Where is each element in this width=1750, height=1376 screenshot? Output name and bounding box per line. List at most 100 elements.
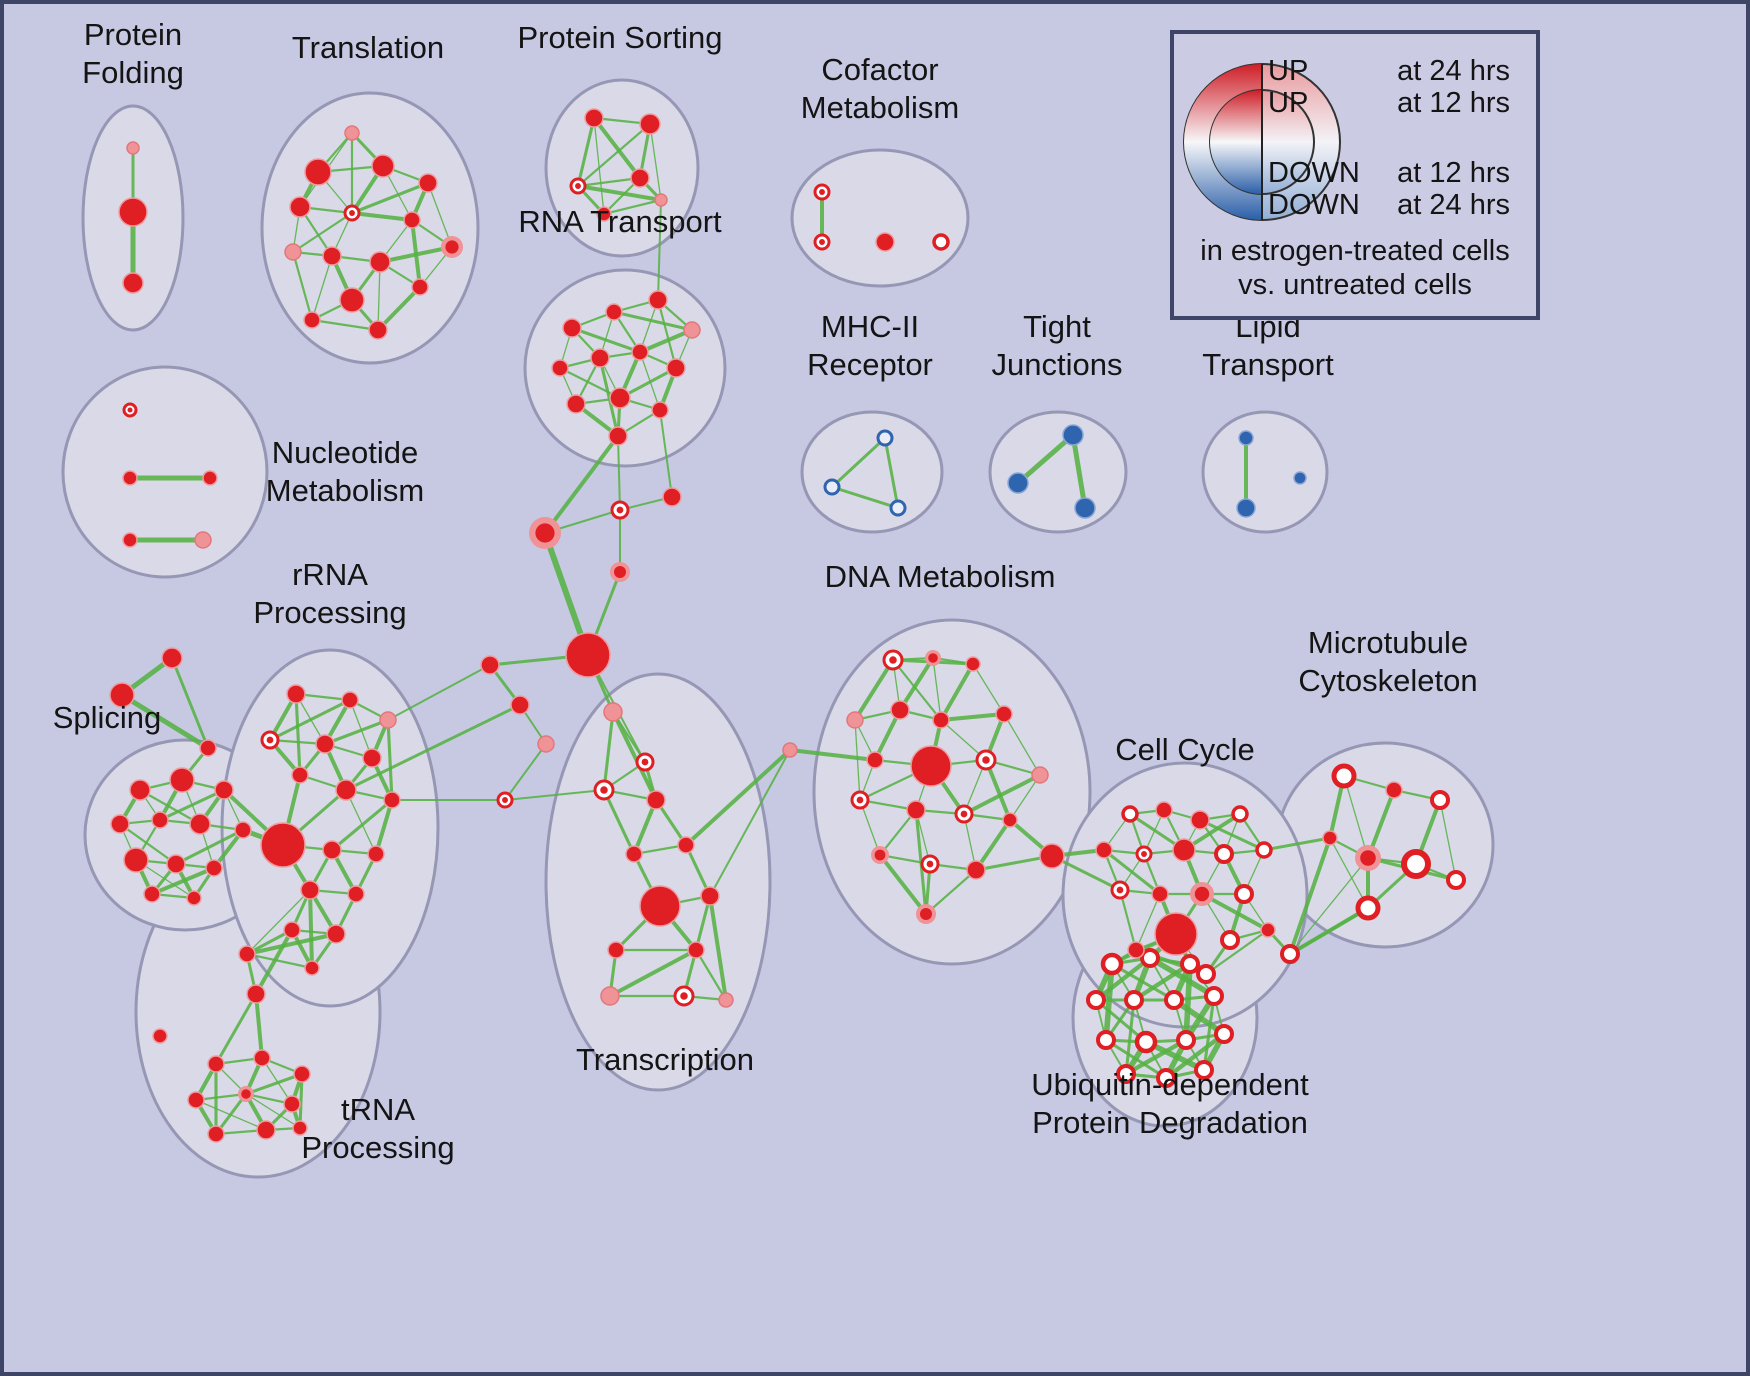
- gene-node-red: [122, 272, 144, 294]
- edge: [386, 718, 394, 802]
- cluster-label: Cytoskeleton: [1298, 663, 1477, 698]
- gene-node-red: [283, 1095, 301, 1113]
- gene-node-red: [590, 348, 610, 368]
- gene-node-pink: [782, 742, 798, 758]
- edge: [150, 866, 216, 896]
- gene-node-ring: [1231, 805, 1249, 823]
- cluster-ellipse-cofactor-metabolism: [790, 148, 970, 288]
- gene-node-red: [631, 343, 649, 361]
- edge: [1200, 892, 1270, 932]
- gene-node-ring: [932, 233, 950, 251]
- gene-node-red: [607, 941, 625, 959]
- gene-node-red: [214, 780, 234, 800]
- edge: [158, 788, 226, 822]
- edge: [1439, 799, 1457, 881]
- cluster-ellipse-nucleotide-metabolism: [61, 365, 269, 579]
- cluster-label: DNA Metabolism: [825, 559, 1056, 594]
- gene-node-red: [418, 173, 438, 193]
- gene-node-red: [866, 751, 884, 769]
- gene-node-red: [687, 941, 705, 959]
- gene-node-ring: [1176, 1030, 1196, 1050]
- cluster-label: Metabolism: [801, 90, 960, 125]
- edge: [709, 749, 791, 897]
- gene-node-red: [630, 168, 650, 188]
- gene-node-dot: [926, 860, 934, 868]
- edge: [294, 692, 302, 777]
- gene-node-red: [651, 401, 669, 419]
- cluster-ellipse-tight-junctions: [988, 410, 1128, 534]
- edge: [1009, 774, 1041, 821]
- gene-node-ring: [1220, 930, 1240, 950]
- gene-node-red: [286, 684, 306, 704]
- gene-node-pink: [846, 711, 864, 729]
- gene-node-ring: [1086, 990, 1106, 1010]
- gene-node-halo: [241, 1089, 251, 1099]
- gene-node-dot: [1116, 886, 1124, 894]
- gene-node-red: [1172, 838, 1196, 862]
- gene-node-halo: [1194, 886, 1210, 902]
- edge: [576, 122, 652, 188]
- edge: [1343, 775, 1369, 859]
- edge: [1123, 1037, 1189, 1077]
- edge: [657, 199, 662, 301]
- gene-node-red: [300, 880, 320, 900]
- gene-node-red: [1385, 781, 1403, 799]
- edge: [1329, 837, 1369, 909]
- edge: [853, 658, 895, 722]
- gene-node-red: [187, 1091, 205, 1109]
- edge: [1135, 893, 1161, 951]
- gene-node-red: [1190, 810, 1210, 830]
- legend-time-label: at 12 hrs: [1397, 157, 1510, 189]
- gene-node-ring: [1446, 870, 1466, 890]
- gene-node-red: [152, 1028, 168, 1044]
- edge: [245, 952, 314, 970]
- edge: [883, 436, 900, 510]
- edge: [617, 435, 621, 511]
- edge: [374, 798, 394, 856]
- gene-node-red: [292, 1120, 308, 1136]
- gene-node-red: [551, 359, 569, 377]
- edge: [854, 719, 861, 801]
- cluster-label: Transcription: [576, 1042, 754, 1077]
- edge: [632, 843, 688, 856]
- gene-node-dot: [1141, 851, 1147, 857]
- gene-node-red: [608, 426, 628, 446]
- cluster-label: Microtubule: [1308, 625, 1468, 660]
- gene-node-red: [510, 695, 530, 715]
- gene-node-ring: [1331, 763, 1357, 789]
- cluster-label: Folding: [82, 55, 184, 90]
- edge: [1124, 998, 1136, 1076]
- gene-node-red: [291, 766, 309, 784]
- edge: [1103, 961, 1115, 1043]
- gene-node-ring: [1401, 849, 1431, 879]
- gene-node-red: [1039, 843, 1065, 869]
- cluster-label: Tight: [1023, 309, 1091, 344]
- gene-node-pink: [1031, 766, 1049, 784]
- edge: [576, 176, 642, 188]
- gene-node-red: [347, 885, 365, 903]
- edge: [974, 854, 1054, 872]
- edge: [1204, 928, 1270, 976]
- gene-node-red: [906, 800, 926, 820]
- gene-node-red: [369, 251, 391, 273]
- edge: [898, 656, 935, 712]
- edge: [308, 888, 314, 970]
- edge: [962, 773, 1042, 816]
- gene-node-dot: [982, 756, 990, 764]
- gene-node-blue: [1238, 430, 1254, 446]
- gene-node-red: [995, 705, 1013, 723]
- gene-node-red: [202, 470, 218, 486]
- gene-node-ring: [1255, 841, 1273, 859]
- gene-node-red: [322, 246, 342, 266]
- gene-node-red: [932, 711, 950, 729]
- edge: [1131, 961, 1193, 1003]
- edge: [543, 434, 620, 535]
- gene-node-red: [565, 632, 611, 678]
- gene-node-red: [303, 311, 321, 329]
- gene-node-pink: [600, 986, 620, 1006]
- gene-node-dot: [127, 407, 133, 413]
- gene-node-red: [189, 813, 211, 835]
- edge: [598, 356, 620, 438]
- gene-node-red: [110, 814, 130, 834]
